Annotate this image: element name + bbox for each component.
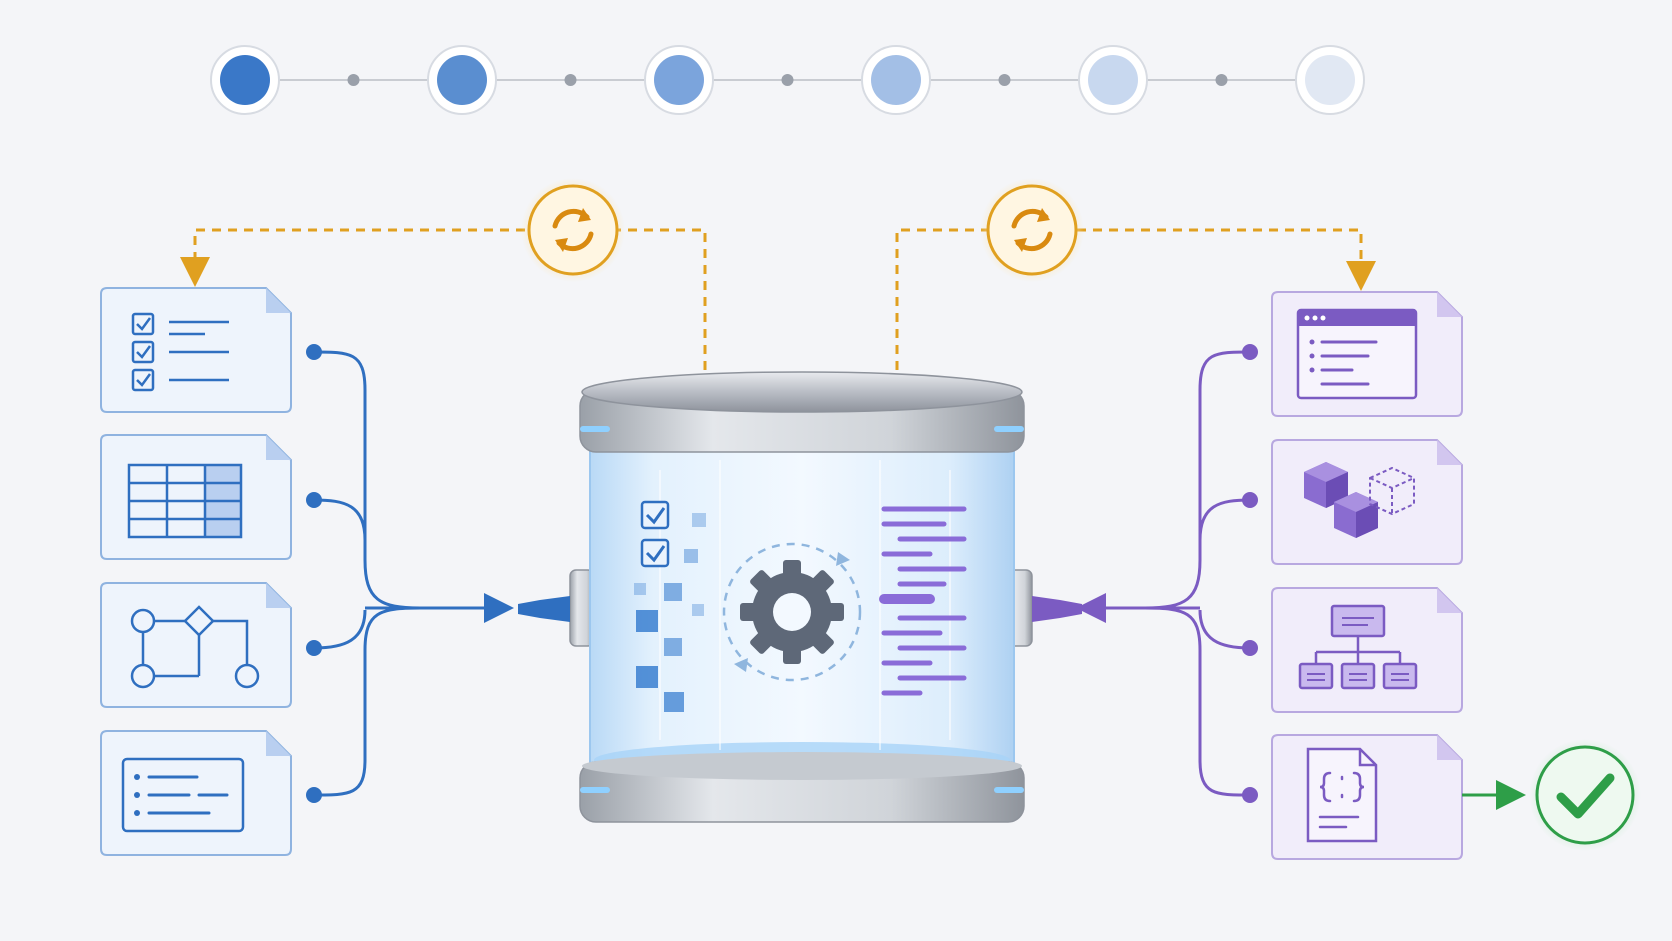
spreadsheet-icon [127,463,243,539]
input-cards [100,287,292,856]
gear-cycle [722,542,862,682]
output-connector-dots [1242,344,1258,803]
progress-stepper [210,45,1365,115]
output-connector-3 [1198,609,1251,650]
input-card-form[interactable] [100,730,292,856]
form-icon [121,757,245,833]
feedback-loop-left [180,178,707,370]
output-card-code[interactable] [1271,734,1463,860]
input-card-spreadsheet[interactable] [100,434,292,560]
input-connectors [313,350,514,797]
stepper-connector-dot [998,74,1011,86]
chamber-input-tokens [634,500,706,712]
browser-window-icon [1296,308,1418,400]
cubes-icon [1304,462,1415,538]
stepper-connector-dot [564,74,577,86]
processing-chamber [518,371,1082,823]
refresh-icon [1011,208,1053,252]
output-card-cubes[interactable] [1271,439,1463,565]
refresh-icon [552,208,594,252]
hierarchy-icon [1298,604,1418,690]
feedback-loop-right [895,178,1376,370]
output-connector-2 [1198,498,1251,541]
output-cards [1271,291,1463,860]
input-card-flowchart[interactable] [100,582,292,708]
checklist-icon [131,312,229,392]
chamber-output-tokens [879,506,967,696]
stepper-connector-dot [1215,74,1228,86]
feedback-path-right [895,228,1376,370]
code-file-icon [1306,747,1378,843]
input-card-checklist[interactable] [100,287,292,413]
input-nozzle [518,569,595,647]
checkmark-icon [1556,773,1615,819]
feedback-path-left [180,228,707,370]
input-connector-3 [313,609,367,650]
top-cap-lid [581,371,1023,413]
stepper-step-fill-4 [871,55,921,105]
stepper-step-fill-1 [220,55,270,105]
input-connector-4 [313,606,421,797]
gear-icon [740,560,844,664]
success-indicator [1462,739,1641,851]
output-nozzle [1007,569,1082,647]
stepper-step-fill-2 [437,55,487,105]
output-card-browser[interactable] [1271,291,1463,417]
input-connector-2 [313,498,367,541]
stepper-connector-dot [347,74,360,86]
output-connectors [1076,350,1251,797]
input-connector-1 [313,350,421,610]
input-connector-dots [306,344,322,803]
stepper-step-fill-6 [1305,55,1355,105]
output-card-hierarchy[interactable] [1271,587,1463,713]
stepper-step-fill-3 [654,55,704,105]
refresh-badge-right [986,184,1078,276]
success-badge [1535,745,1635,845]
bottom-cap-rim [582,752,1022,780]
stepper-step-fill-5 [1088,55,1138,105]
output-connector-1 [1144,350,1251,610]
refresh-badge-left [527,184,619,276]
output-connector-4 [1144,606,1251,797]
stepper-connector-dot [781,74,794,86]
flowchart-icon [130,605,260,689]
